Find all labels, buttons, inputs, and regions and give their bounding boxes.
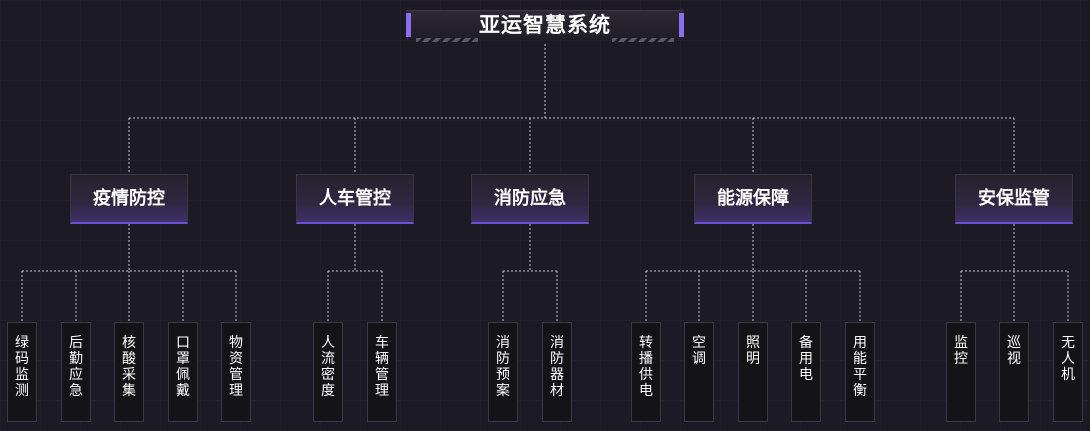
leaf-node: 用能平衡 [845,322,875,422]
leaf-node: 照明 [738,322,768,422]
diagram-title-text: 亚运智慧系统 [479,13,611,37]
category-fire-emergency: 消防应急 [471,174,589,224]
leaf-node: 核酸采集 [114,322,144,422]
category-epidemic-control: 疫情防控 [70,174,188,224]
leaf-label: 备用电 [799,335,813,383]
leaf-label: 用能平衡 [853,335,867,399]
leaf-label: 口罩佩戴 [176,335,190,399]
leaf-node: 物资管理 [221,322,251,422]
leaf-label: 绿码监测 [15,335,29,399]
leaf-node: 巡视 [999,322,1029,422]
leaf-label: 消防预案 [496,335,510,399]
leaf-node: 车辆管理 [367,322,397,422]
leaf-node: 后勤应急 [61,322,91,422]
leaf-label: 物资管理 [229,335,243,399]
leaf-label: 人流密度 [321,335,335,399]
title-stripe-left [416,38,478,42]
title-left-accent [406,13,411,37]
category-people-vehicle: 人车管控 [296,174,414,224]
leaf-node: 口罩佩戴 [168,322,198,422]
leaf-label: 巡视 [1007,335,1021,367]
leaf-label: 监控 [954,335,968,367]
leaf-node: 转播供电 [631,322,661,422]
leaf-label: 无人机 [1061,335,1075,383]
title-right-accent [679,13,684,37]
leaf-label: 车辆管理 [375,335,389,399]
leaf-node: 消防预案 [488,322,518,422]
leaf-label: 转播供电 [639,335,653,399]
category-energy-assurance: 能源保障 [694,174,812,224]
leaf-node: 消防器材 [542,322,572,422]
leaf-label: 后勤应急 [69,335,83,399]
leaf-node: 无人机 [1053,322,1083,422]
leaf-node: 绿码监测 [7,322,37,422]
leaf-node: 备用电 [791,322,821,422]
leaf-node: 人流密度 [313,322,343,422]
title-stripe-right [612,38,674,42]
leaf-label: 照明 [746,335,760,367]
leaf-label: 核酸采集 [122,335,136,399]
leaf-label: 空调 [692,335,706,367]
leaf-node: 空调 [684,322,714,422]
diagram-title: 亚运智慧系统 [406,10,684,39]
category-security: 安保监管 [955,174,1073,224]
leaf-node: 监控 [946,322,976,422]
leaf-label: 消防器材 [550,335,564,399]
